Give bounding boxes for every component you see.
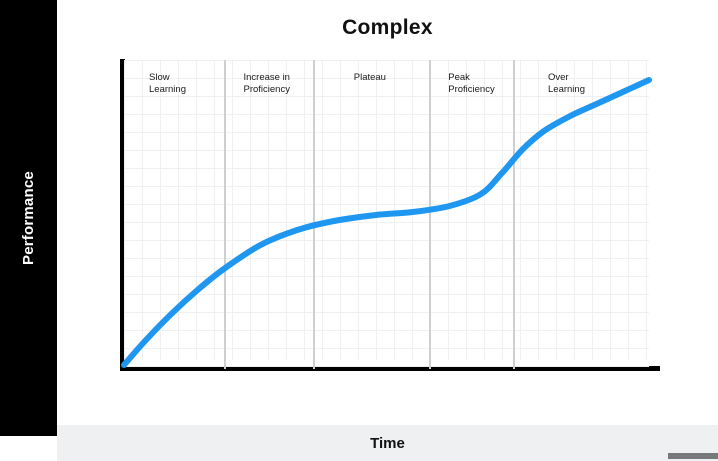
phase-divider — [512, 60, 515, 369]
gridline-horizontal — [124, 96, 649, 97]
gridline-horizontal — [124, 60, 649, 61]
gridline-vertical — [394, 60, 395, 360]
gridline-vertical — [124, 60, 125, 360]
gridline-horizontal — [124, 348, 649, 349]
chart-title: Complex — [342, 16, 433, 39]
gridline-vertical — [628, 60, 629, 360]
y-axis-label: Performance — [20, 171, 37, 265]
gridline-vertical — [178, 60, 179, 360]
gridline-vertical — [214, 60, 215, 360]
phase-divider — [313, 60, 315, 369]
gridline-vertical — [196, 60, 197, 360]
rail-bottom-filler — [0, 435, 57, 461]
gridline-horizontal — [124, 240, 649, 241]
gridline-horizontal — [124, 222, 649, 223]
footer-bar: Time — [57, 425, 718, 461]
gridline-vertical — [502, 60, 503, 360]
gridline-horizontal — [124, 276, 649, 277]
gridline-vertical — [340, 60, 341, 360]
gridline-horizontal — [124, 330, 649, 331]
gridline-horizontal — [124, 204, 649, 205]
phase-label-0: Slow Learning — [149, 72, 186, 95]
phase-divider — [223, 60, 226, 369]
gridline-vertical — [286, 60, 287, 360]
gridline-horizontal — [124, 312, 649, 313]
gridline-vertical — [142, 60, 143, 360]
gridline-vertical — [646, 60, 647, 360]
gridline-vertical — [484, 60, 485, 360]
gridline-vertical — [322, 60, 323, 360]
gridline-vertical — [556, 60, 557, 360]
y-axis-rail: Performance — [0, 0, 57, 436]
gridline-vertical — [538, 60, 539, 360]
gridline-vertical — [376, 60, 377, 360]
gridline-vertical — [592, 60, 593, 360]
gridline-vertical — [520, 60, 521, 360]
scrollbar-thumb[interactable] — [668, 453, 718, 459]
gridline-vertical — [466, 60, 467, 360]
gridline-horizontal — [124, 114, 649, 115]
gridline-vertical — [160, 60, 161, 360]
x-axis-line — [120, 366, 660, 371]
gridline-horizontal — [124, 168, 649, 169]
phase-divider — [428, 60, 431, 369]
gridline-horizontal — [124, 132, 649, 133]
x-axis-label: Time — [370, 434, 405, 452]
gridline-horizontal — [124, 294, 649, 295]
gridline-vertical — [358, 60, 359, 360]
gridline-vertical — [304, 60, 305, 360]
gridline-vertical — [268, 60, 269, 360]
learning-curve-path — [121, 77, 652, 368]
gridline-vertical — [448, 60, 449, 360]
gridline-horizontal — [124, 366, 649, 367]
gridline-horizontal — [124, 150, 649, 151]
phase-label-1: Increase in Proficiency — [243, 72, 290, 95]
y-axis-line — [120, 59, 125, 371]
gridline-horizontal — [124, 186, 649, 187]
phase-label-4: Over Learning — [548, 72, 585, 95]
grid-layer — [124, 60, 649, 370]
plot-area: Slow Learning Increase in Proficiency Plat… — [121, 60, 652, 370]
phase-label-2: Plateau — [353, 72, 386, 83]
horizontal-scrollbar[interactable] — [57, 453, 718, 461]
chart-canvas: Complex Slow Learning Increase in Profici… — [57, 0, 718, 425]
gridline-horizontal — [124, 78, 649, 79]
gridline-horizontal — [124, 258, 649, 259]
gridline-vertical — [232, 60, 233, 360]
learning-curve-svg — [121, 77, 652, 368]
gridline-vertical — [610, 60, 611, 360]
gridline-vertical — [574, 60, 575, 360]
phase-label-3: Peak Proficiency — [448, 72, 495, 95]
gridline-vertical — [250, 60, 251, 360]
